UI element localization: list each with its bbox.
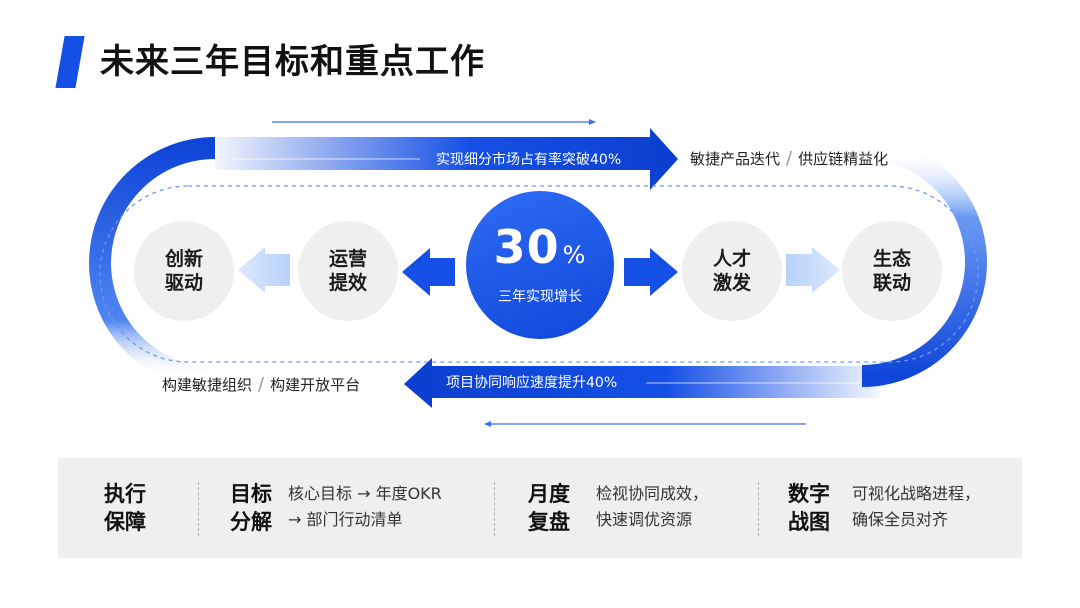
item-digital-text-line1: 可视化战略进程，	[852, 484, 981, 503]
top-side-text: 敏捷产品迭代 / 供应链精益化	[690, 148, 888, 170]
guarantee-title: 执行 保障	[104, 480, 146, 536]
item-review-text-line1: 检视协同成效，	[596, 484, 709, 503]
item-digital-text: 可视化战略进程， 确保全员对齐	[852, 481, 980, 533]
item-goal-text-line2: → 部门行动清单	[288, 510, 403, 529]
item-digital-text-line2: 确保全员对齐	[852, 510, 949, 529]
top-flow-arrow	[215, 128, 678, 190]
item-goal-title: 目标 分解	[230, 480, 272, 536]
node-innovation-line1: 创新	[164, 248, 203, 270]
guarantee-title-line2: 保障	[104, 510, 146, 534]
bottom-side-part1: 构建敏捷组织	[162, 376, 253, 394]
node-operations: 运营提效	[298, 221, 398, 321]
center-growth-label: 三年实现增长	[498, 289, 582, 305]
node-talent-line2: 激发	[712, 272, 751, 294]
right-arc	[861, 137, 987, 387]
arrow-to-ecosystem	[786, 247, 840, 293]
execution-guarantee-panel: 执行 保障 目标 分解 核心目标 → 年度OKR → 部门行动清单 月度 复盘 …	[58, 458, 1022, 558]
item-review-title-line2: 复盘	[528, 510, 570, 534]
bottom-side-separator: /	[258, 374, 265, 395]
item-digital-title-line2: 战图	[788, 510, 830, 534]
node-innovation: 创新驱动	[134, 221, 234, 321]
inner-dashed-track	[99, 185, 979, 363]
top-side-part2: 供应链精益化	[798, 150, 889, 168]
item-review-title-line1: 月度	[528, 482, 570, 506]
top-side-separator: /	[786, 148, 793, 169]
guarantee-title-line1: 执行	[104, 482, 146, 506]
bottom-flow-text: 项目协同响应速度提升40%	[446, 375, 618, 391]
item-digital-title: 数字 战图	[788, 480, 830, 536]
item-review-text-line2: 快速调优资源	[596, 510, 693, 529]
node-talent: 人才激发	[682, 221, 782, 321]
top-flow-text: 实现细分市场占有率突破40%	[436, 152, 622, 168]
panel-divider	[494, 482, 495, 536]
page-title: 未来三年目标和重点工作	[100, 42, 485, 82]
center-value-number: 30	[493, 220, 560, 274]
node-operations-line2: 提效	[328, 272, 367, 294]
item-review-title: 月度 复盘	[528, 480, 570, 536]
arrow-to-innovation	[238, 247, 290, 293]
panel-divider	[198, 482, 199, 536]
node-ecosystem: 生态联动	[842, 221, 942, 321]
item-goal-title-line2: 分解	[230, 510, 272, 534]
arrow-to-operations	[402, 248, 455, 296]
center-growth-value: 30%	[466, 221, 614, 281]
bottom-thin-arrowhead	[484, 421, 491, 427]
bottom-flow-arrow	[404, 358, 880, 408]
item-digital-title-line1: 数字	[788, 482, 830, 506]
top-thin-arrowhead	[589, 119, 596, 125]
top-side-part1: 敏捷产品迭代	[690, 150, 781, 168]
item-review-text: 检视协同成效， 快速调优资源	[596, 481, 708, 533]
item-goal-text-line1: 核心目标 → 年度OKR	[288, 484, 442, 503]
bottom-side-text: 构建敏捷组织 / 构建开放平台	[162, 374, 360, 396]
center-growth-circle: 30% 三年实现增长	[466, 191, 614, 339]
panel-divider	[758, 482, 759, 536]
node-operations-line1: 运营	[328, 248, 367, 270]
node-ecosystem-line1: 生态	[872, 248, 911, 270]
item-goal-title-line1: 目标	[230, 482, 272, 506]
bottom-side-part2: 构建开放平台	[270, 376, 361, 394]
node-ecosystem-line2: 联动	[872, 272, 911, 294]
center-value-unit: %	[562, 241, 587, 269]
node-innovation-line2: 驱动	[164, 272, 203, 294]
item-goal-text: 核心目标 → 年度OKR → 部门行动清单	[288, 481, 442, 533]
node-talent-line1: 人才	[712, 248, 751, 270]
arrow-to-talent	[624, 248, 678, 296]
left-arc	[89, 137, 216, 389]
